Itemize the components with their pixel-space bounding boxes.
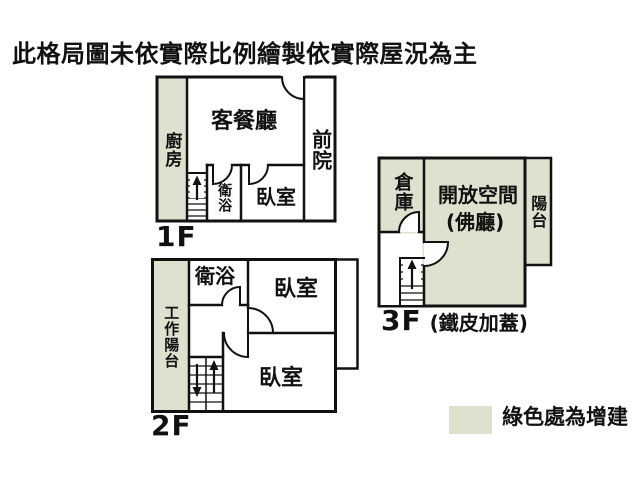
- 1f-bedroom-door-arc: [247, 163, 270, 186]
- 3f-stairs-up-arrow: [407, 259, 417, 290]
- floor-2f-plan: [151, 258, 359, 413]
- 1f-front-yard-label: 前院: [308, 129, 333, 171]
- 1f-entry-door-swing-fill: [282, 77, 304, 99]
- 2f-bedroom-lower-door-swing-fill: [224, 333, 248, 357]
- 3f-openspace-door-swing-fill: [424, 242, 448, 266]
- 2f-stairs-up-arrow: [209, 360, 219, 394]
- 1f-entry-door-arc: [280, 75, 306, 101]
- 2f-bedroom-upper-door-arc: [246, 306, 275, 335]
- 3f-storage-door-arc: [397, 210, 421, 234]
- 2f-stairs: [187, 355, 225, 413]
- legend-green-swatch: [449, 406, 492, 434]
- 3f-storage-label: 倉庫: [391, 172, 414, 212]
- 3f-balcony-addition-area: [523, 156, 553, 267]
- 2f-bathroom-label: 衛浴: [195, 264, 235, 288]
- 2f-workbalcony-addition-area: [154, 261, 188, 410]
- 3f-balcony-label: 陽台: [528, 195, 548, 229]
- 2f-bedroom-lower-label: 臥室: [259, 366, 304, 391]
- 1f-stairs-up-arrow: [192, 175, 202, 201]
- 1f-bathroom-door-arc: [211, 163, 234, 186]
- floor-1f-plan: [155, 75, 337, 223]
- 2f-bedroom-upper-door-swing-fill: [248, 308, 273, 333]
- 2f-bedroom-lower-door-arc: [222, 331, 250, 359]
- 1f-bathroom-door-swing-fill: [213, 165, 232, 184]
- 1f-living-dining-label: 客餐廳: [211, 109, 278, 134]
- legend-text: 綠色處為增建: [502, 405, 628, 429]
- 3f-floor-tag-row: 3F (鐵皮加蓋): [381, 304, 528, 337]
- floor-3f-plan: [377, 156, 553, 308]
- 2f-bathroom-door-swing-fill: [222, 287, 240, 305]
- 2f-floor-tag: 2F: [151, 409, 192, 442]
- 1f-bedroom-label: 臥室: [256, 185, 296, 209]
- 1f-kitchen-addition-area: [158, 78, 186, 220]
- 1f-floor-tag: 1F: [156, 220, 197, 253]
- 2f-bedroom-upper-label: 臥室: [274, 277, 319, 302]
- 2f-work-balcony-label: 工作陽台: [162, 305, 181, 369]
- 3f-floor-tag-note: (鐵皮加蓋): [429, 311, 528, 335]
- 2f-bathroom-door-arc: [220, 285, 242, 307]
- 3f-stairs: [399, 257, 425, 307]
- 1f-kitchen-label: 廚房: [161, 132, 182, 168]
- 3f-storage-door-swing-fill: [399, 212, 419, 232]
- 3f-open-space-sublabel: (佛廳): [446, 210, 505, 234]
- 1f-bedroom-door-swing-fill: [249, 165, 268, 184]
- 2f-stairs-down-arrow: [192, 363, 202, 397]
- 3f-open-space-label: 開放空間: [438, 183, 518, 207]
- 3f-floor-tag: 3F: [381, 304, 422, 337]
- 1f-bathroom-label: 衛浴: [216, 183, 233, 213]
- disclaimer-title: 此格局圖未依實際比例繪製依實際屋況為主: [12, 40, 478, 68]
- 3f-openspace-door-arc: [422, 240, 450, 268]
- 1f-stairs: [187, 172, 208, 217]
- 2f-right-extension: [334, 258, 359, 370]
